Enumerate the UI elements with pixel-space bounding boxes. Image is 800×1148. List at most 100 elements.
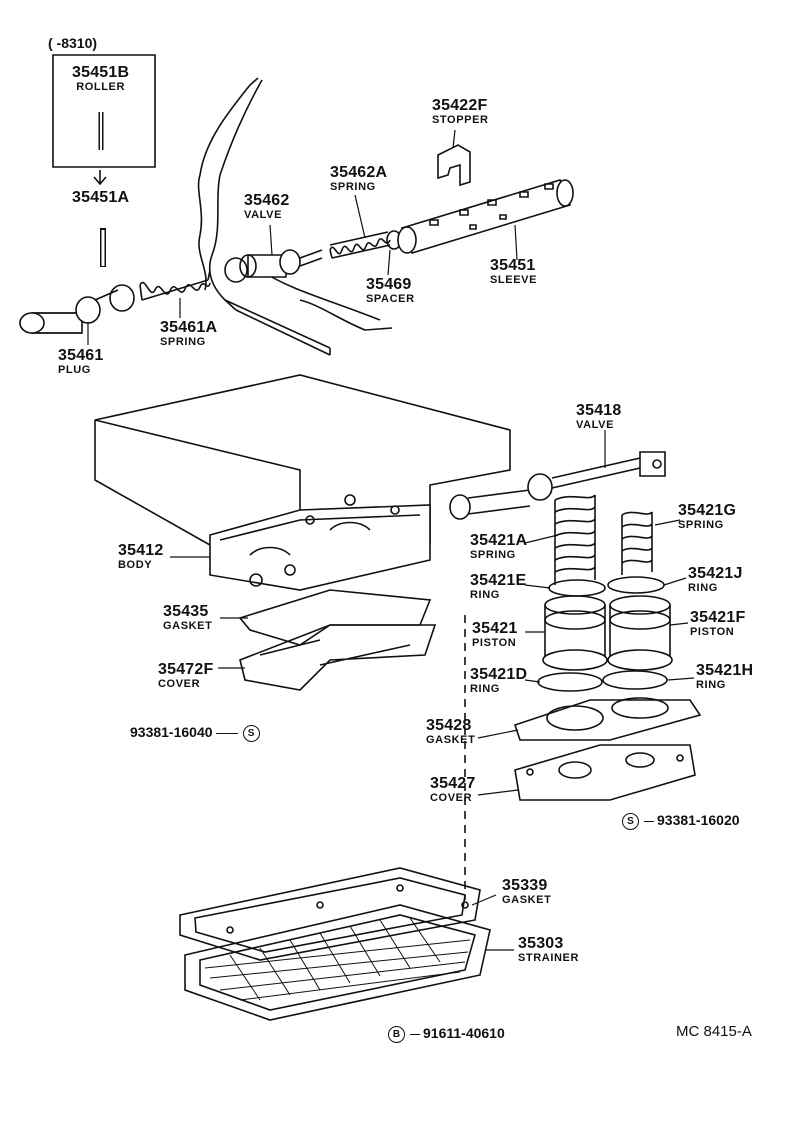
leader-dash: [410, 1034, 420, 1035]
part-number: 35421G: [678, 502, 737, 519]
cover-35427-part: [515, 745, 695, 800]
part-name: COVER: [430, 792, 473, 804]
part-number: 35435: [163, 603, 209, 620]
part-35421H-label: 35421H RING: [696, 663, 753, 691]
part-35461-label: 35461 PLUG: [58, 348, 104, 376]
s-symbol-icon: S: [622, 813, 639, 830]
part-name: SLEEVE: [490, 274, 538, 286]
ring-35421E-part: [549, 580, 605, 596]
part-number: 35418: [576, 402, 622, 419]
part-35421D-label: 35421D RING: [470, 667, 527, 695]
part-35451-label: 35451 SLEEVE: [490, 258, 537, 286]
gasket-35435-part: [240, 590, 430, 645]
part-35422F-label: 35422F STOPPER: [432, 98, 489, 126]
part-name: VALVE: [244, 209, 283, 221]
part-name: GASKET: [426, 734, 476, 746]
bolt-93381-16040-label: 93381-16040 S: [130, 725, 262, 742]
part-number: 35421: [472, 620, 518, 637]
part-35462-label: 35462 VALVE: [244, 193, 290, 221]
ring-35421D-part: [538, 673, 602, 691]
bolt-number: 91611-40610: [423, 1025, 505, 1042]
part-35339-label: 35339 GASKET: [502, 878, 551, 906]
part-number: 35472F: [158, 661, 214, 678]
part-name: RING: [688, 582, 718, 594]
bolt-number: 93381-16040: [130, 724, 213, 741]
part-number: 35427: [430, 775, 476, 792]
part-35421-label: 35421 PISTON: [472, 621, 518, 649]
part-name: STOPPER: [432, 114, 489, 126]
valve-35462-part: [225, 250, 322, 282]
leader-dash: [215, 733, 238, 734]
part-number: 35303: [518, 935, 564, 952]
part-number: 35461A: [160, 319, 218, 336]
part-35461A-label: 35461A SPRING: [160, 320, 217, 348]
part-name: PISTON: [472, 637, 517, 649]
part-name: GASKET: [163, 620, 213, 632]
part-name: SPRING: [470, 549, 516, 561]
bolt-number: 93381-16020: [657, 812, 740, 829]
part-35428-label: 35428 GASKET: [426, 718, 475, 746]
part-35412-label: 35412 BODY: [118, 543, 164, 571]
b-symbol-icon: B: [388, 1026, 405, 1043]
part-number: 35421J: [688, 565, 743, 582]
part-35451A-label: 35451A: [72, 190, 129, 206]
diagram-code: MC 8415-A: [676, 1023, 752, 1040]
part-35427-label: 35427 COVER: [430, 776, 476, 804]
part-number: 35412: [118, 542, 164, 559]
part-35469-label: 35469 SPACER: [366, 277, 415, 305]
ring-35421H-part: [603, 671, 667, 689]
cover-35472F-part: [240, 625, 435, 690]
sleeve-35451-part: [398, 180, 573, 253]
part-number: 35451: [490, 257, 536, 274]
part-name: PLUG: [58, 364, 91, 376]
part-name: SPACER: [366, 293, 415, 305]
part-name: ROLLER: [76, 81, 126, 93]
part-name: RING: [470, 683, 500, 695]
part-number: 35421F: [690, 609, 746, 626]
part-name: VALVE: [576, 419, 615, 431]
part-number: 35428: [426, 717, 472, 734]
part-number: 35462A: [330, 164, 388, 181]
part-number: 35451A: [72, 189, 130, 206]
part-name: SPRING: [678, 519, 724, 531]
part-number: 35421E: [470, 572, 527, 589]
part-number: 35421A: [470, 532, 528, 549]
arrow-head: [94, 177, 106, 184]
part-name: SPRING: [330, 181, 376, 193]
bolt-91611-40610-label: B 91611-40610: [386, 1026, 505, 1043]
plug-35461-part: [20, 285, 134, 333]
part-35421J-label: 35421J RING: [688, 566, 743, 594]
part-name: BODY: [118, 559, 153, 571]
part-35421F-label: 35421F PISTON: [690, 610, 745, 638]
valve-35418-part: [450, 452, 665, 519]
part-name: PISTON: [690, 626, 735, 638]
part-number: 35422F: [432, 97, 488, 114]
part-name: RING: [696, 679, 726, 691]
strainer-35303-part: [185, 905, 490, 1020]
piston-35421F-part: [608, 596, 672, 670]
part-name: STRAINER: [518, 952, 580, 964]
part-35421E-label: 35421E RING: [470, 573, 526, 601]
part-35303-label: 35303 STRAINER: [518, 936, 579, 964]
spring-35462A-part: [330, 232, 390, 258]
part-35421A-label: 35421A SPRING: [470, 533, 527, 561]
housing-outline-mid: [225, 270, 392, 355]
spring-35461A-part: [140, 270, 210, 300]
s-symbol-icon: S: [242, 725, 260, 742]
part-number: 35421D: [470, 666, 528, 683]
leader-lines: [88, 130, 694, 950]
part-number: 35461: [58, 347, 104, 364]
part-35418-label: 35418 VALVE: [576, 403, 622, 431]
part-number: 35451B: [72, 64, 130, 81]
part-35451B-label: 35451B ROLLER: [72, 65, 129, 93]
part-35421G-label: 35421G SPRING: [678, 503, 736, 531]
part-35462A-label: 35462A SPRING: [330, 165, 387, 193]
part-number: 35462: [244, 192, 290, 209]
leader-dash: [644, 821, 654, 822]
gasket-35339-part: [180, 868, 480, 960]
part-number: 35421H: [696, 662, 754, 679]
gasket-35428-part: [515, 698, 700, 740]
date-range-label: ( -8310): [48, 35, 98, 51]
part-name: SPRING: [160, 336, 206, 348]
